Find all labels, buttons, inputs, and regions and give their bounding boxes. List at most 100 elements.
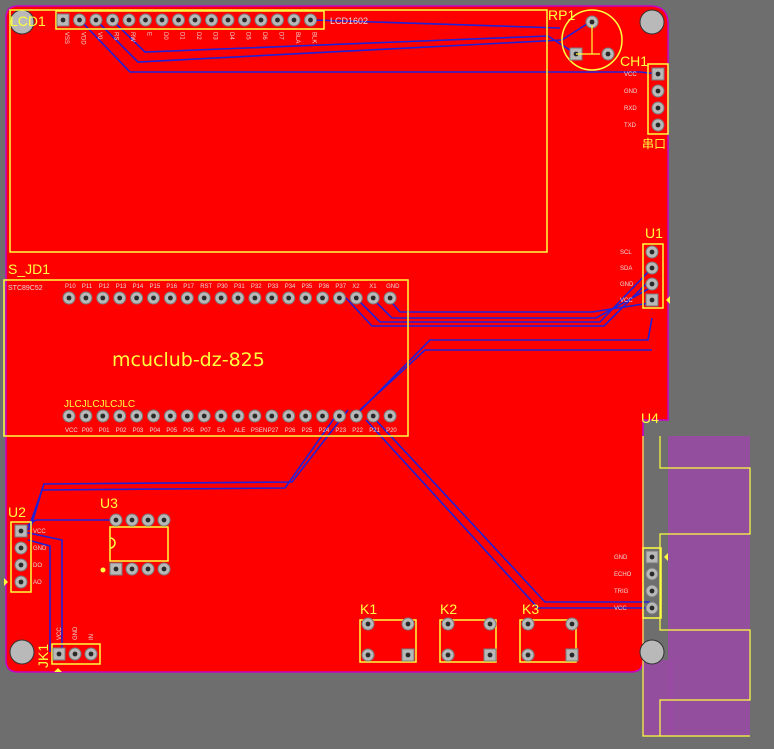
- lcd1-pin-label: D6: [261, 32, 267, 40]
- s_jd1-bottom-pad-ea: [214, 409, 228, 423]
- s_jd1-top-pin-label: X1: [369, 284, 377, 290]
- k1-pad-1: [361, 617, 375, 631]
- ch1-pad-vcc: [651, 67, 665, 81]
- k3-outline: [519, 619, 577, 663]
- k1-pad-2: [401, 617, 415, 631]
- u3-pad-bottom: [141, 562, 155, 576]
- s_jd1-top-pin-label: P12: [99, 284, 110, 290]
- s_jd1-part-label: STC89C52: [8, 285, 43, 292]
- s_jd1-bottom-pin-label: P02: [116, 428, 127, 434]
- s_jd1-top-pad-p13: [113, 291, 127, 305]
- copper-traces: [19, 19, 659, 652]
- lcd1-pin-label: VDD: [80, 32, 86, 45]
- s_jd1-ref: S_JD1: [8, 261, 50, 277]
- jk1-pin1-arrow: [54, 668, 62, 672]
- ch1-pin-label: TXD: [624, 123, 637, 129]
- lcd1-pad-d3: [205, 13, 218, 27]
- s_jd1-top-pin-label: P13: [116, 284, 127, 290]
- s_jd1-bottom-pin-label: EA: [217, 428, 225, 434]
- u2-pad-do: [14, 558, 28, 572]
- s_jd1-bottom-pad-p25: [299, 409, 313, 423]
- rp1-pad-3: [601, 47, 615, 61]
- s_jd1-top-pad-p37: [332, 291, 346, 305]
- s_jd1-bottom-pin-label: P21: [369, 428, 380, 434]
- s_jd1-top-pin-label: X2: [352, 284, 360, 290]
- k1-ref: K1: [360, 601, 377, 617]
- s_jd1-top-pin-label: P17: [183, 284, 194, 290]
- s_jd1-top-pad-p30: [214, 291, 228, 305]
- board-subtext: JLCJLCJLCJLC: [64, 399, 135, 410]
- lcd1-pin-label: D1: [179, 32, 185, 40]
- s_jd1-bottom-pad-p24: [316, 409, 329, 423]
- s_jd1-bottom-pad-p07: [197, 409, 211, 423]
- jk1-ref: JK1: [35, 644, 51, 668]
- lcd1-header-outline: [55, 10, 325, 30]
- lcd1-pin-label: D3: [212, 32, 218, 40]
- u3-pad-bottom: [125, 562, 139, 576]
- u2-pad-gnd: [14, 541, 28, 555]
- u2-pin-label: VCC: [33, 529, 46, 535]
- lcd1-pin-label: D2: [195, 32, 201, 40]
- k2-outline: [439, 619, 497, 663]
- u3-pad-bottom: [157, 562, 171, 576]
- rp1-outline: [561, 9, 623, 71]
- s_jd1-bottom-pad-p06: [180, 409, 194, 423]
- jk1-outline: [51, 643, 101, 665]
- s_jd1-bottom-pad-ale: [231, 409, 245, 423]
- lcd1-pad-vdd: [73, 13, 86, 27]
- s_jd1-top-pin-label: GND: [386, 284, 400, 290]
- s_jd1-bottom-pin-label: ALE: [234, 428, 245, 434]
- s_jd1-bottom-pad-p27: [265, 409, 279, 423]
- board-copper-pour: [5, 5, 669, 673]
- s_jd1-top-pin-label: P11: [82, 284, 93, 290]
- u1-outline: [642, 243, 664, 309]
- u4-pad-vcc: [645, 601, 659, 615]
- s_jd1-bottom-pad-p04: [147, 409, 160, 423]
- s_jd1-bottom-pad-p26: [282, 409, 296, 423]
- s_jd1-bottom-pin-label: P25: [302, 428, 313, 434]
- u2-pad-vcc: [14, 524, 28, 538]
- lcd1-pin-label: V0: [96, 32, 102, 40]
- s_jd1-top-pad-p32: [248, 291, 262, 305]
- k3-pad-1: [521, 617, 535, 631]
- ch1-pad-gnd: [651, 84, 665, 98]
- s_jd1-top-pin-label: P15: [150, 284, 161, 290]
- ch1-label: 串口: [642, 137, 666, 151]
- s_jd1-top-pad-p12: [96, 291, 110, 305]
- s_jd1-top-pad-p16: [163, 291, 177, 305]
- k2-pad-2: [483, 617, 497, 631]
- lcd1-pad-d5: [238, 13, 251, 27]
- k3-pad-3: [521, 648, 535, 662]
- k3-pad-4: [565, 648, 579, 662]
- u3-notch: [109, 537, 116, 549]
- ch1-pin-label: GND: [624, 89, 638, 95]
- k3-ref: K3: [522, 601, 539, 617]
- jk1-pin-label: GND: [73, 626, 79, 640]
- s_jd1-top-pin-label: P30: [217, 284, 228, 290]
- s_jd1-bottom-pin-label: P05: [166, 428, 177, 434]
- lcd1-pin-label: VSS: [63, 32, 69, 44]
- lcd1-pad-d7: [271, 13, 284, 27]
- lcd1-pad-v0: [89, 13, 103, 27]
- lcd1-pad-blk: [304, 13, 317, 27]
- u4-pin-label: VCC: [614, 606, 627, 612]
- u4-pad-echo: [645, 567, 659, 581]
- component-pads: [14, 13, 665, 662]
- u3-ref: U3: [100, 495, 118, 511]
- lcd1-pad-d2: [188, 13, 202, 27]
- s_jd1-top-pin-label: P14: [133, 284, 144, 290]
- rp1-ref: RP1: [548, 7, 575, 23]
- u3-outline: [109, 526, 169, 562]
- lcd1-pad-e: [139, 13, 152, 27]
- k2-pad-1: [441, 617, 455, 631]
- s_jd1-bottom-pin-label: P00: [82, 428, 93, 434]
- lcd1-pad-vss: [56, 13, 70, 27]
- u1-pad-sda: [645, 261, 659, 275]
- lcd1-pin-label: RW: [129, 32, 135, 42]
- s_jd1-bottom-pin-label: P27: [268, 428, 279, 434]
- s_jd1-bottom-pad-p21: [366, 409, 380, 423]
- u4-ref: U4: [641, 410, 659, 426]
- jk1-pad-vcc: [52, 647, 66, 661]
- u3-pad-top: [141, 513, 155, 527]
